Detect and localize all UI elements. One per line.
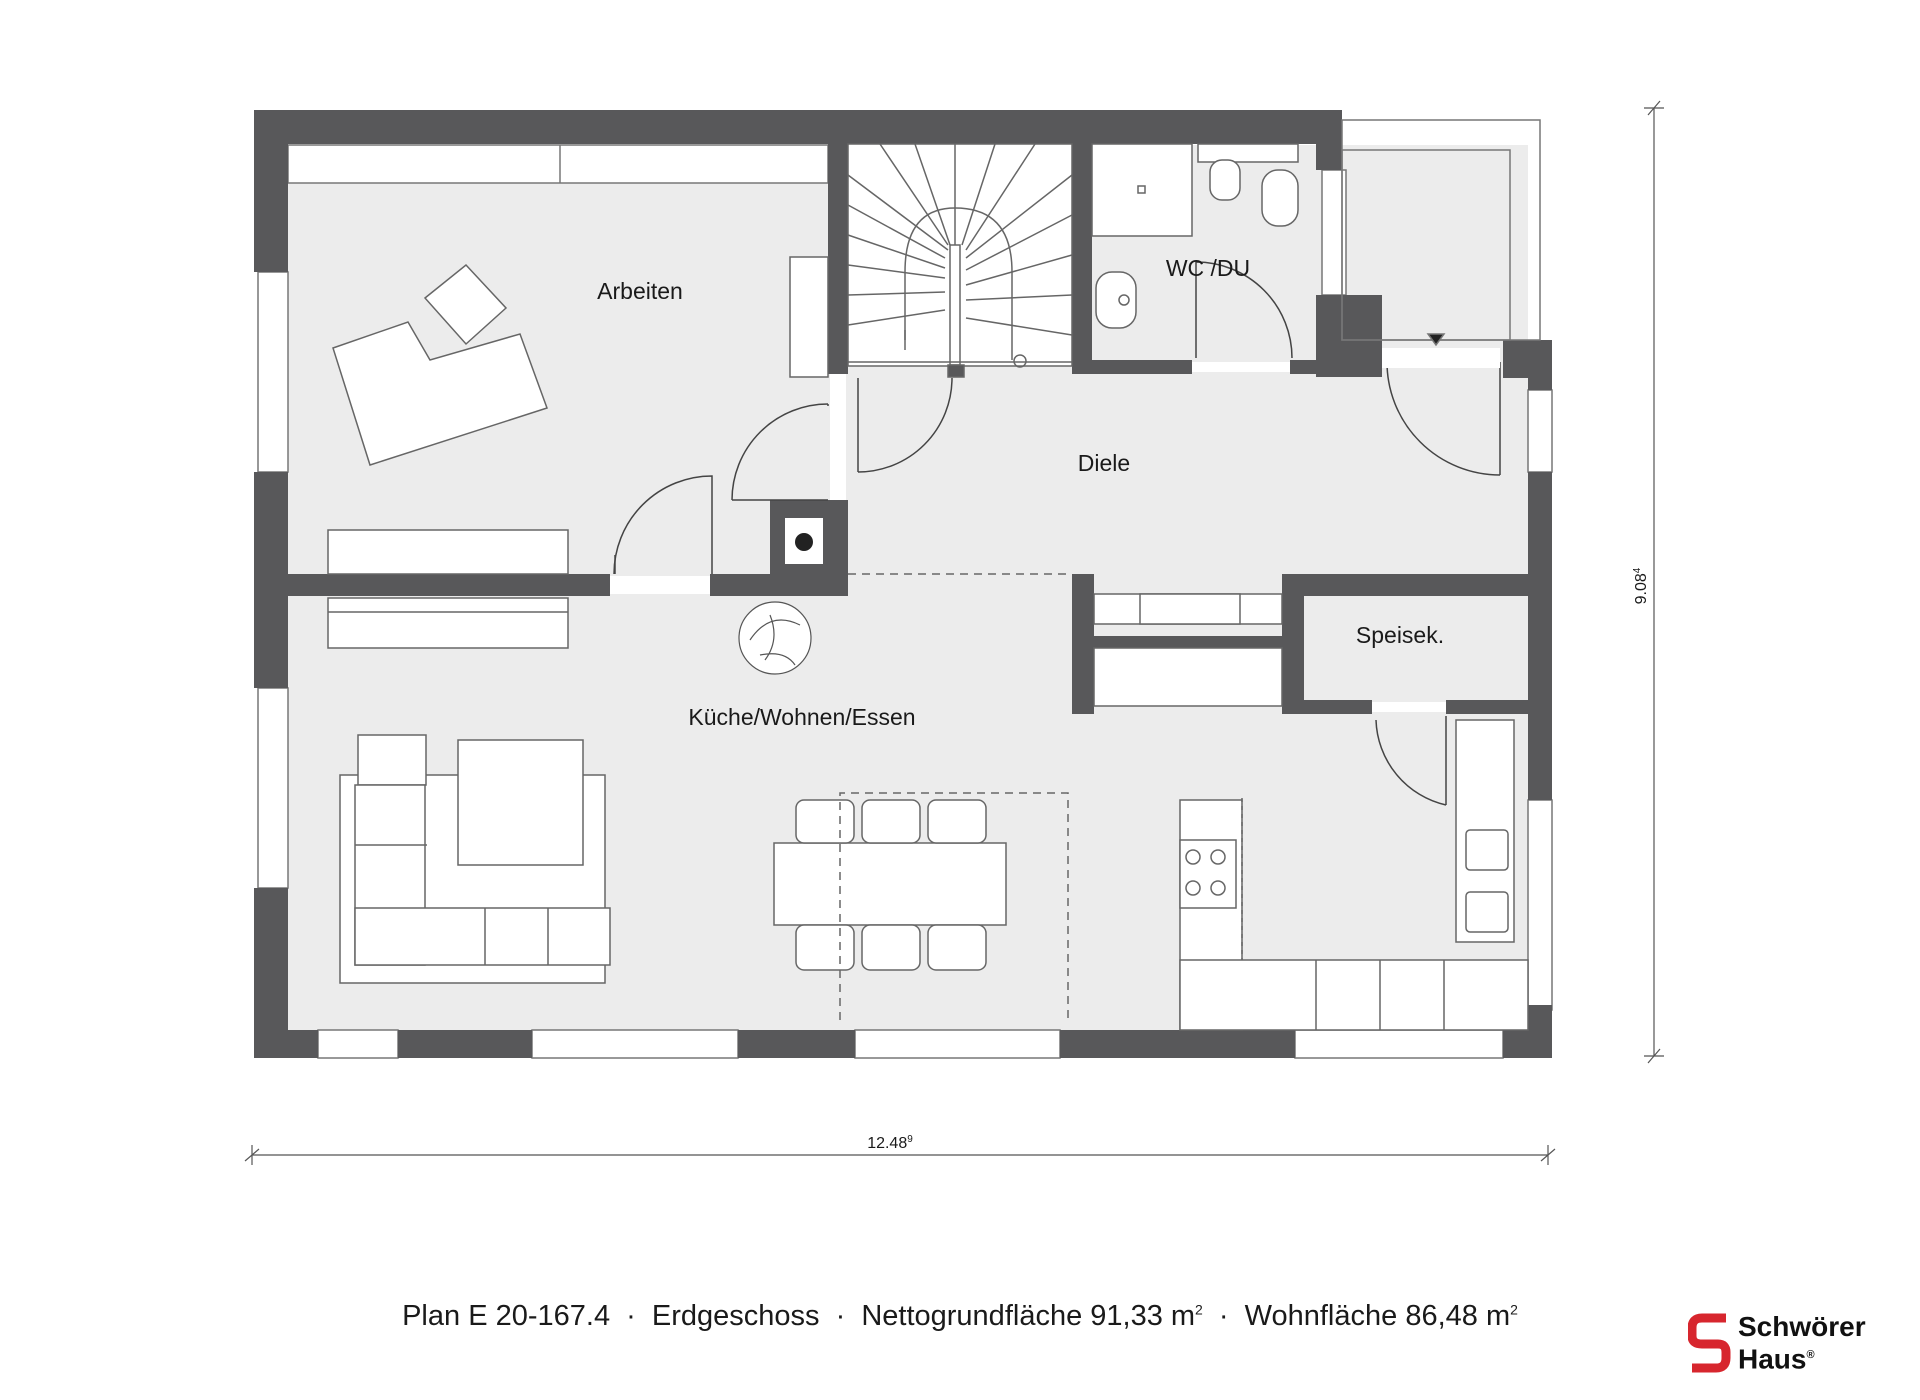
caption-separator-1: · xyxy=(626,1300,636,1332)
caption-living-area-text: Wohnfläche 86,48 m xyxy=(1244,1300,1511,1332)
caption-plan-id: Plan E 20-167.4 xyxy=(402,1300,611,1332)
walls xyxy=(254,110,1552,1058)
schwoerer-haus-logo: Schwörer Haus® xyxy=(1688,1312,1898,1374)
logo-s-mark-icon xyxy=(1688,1313,1731,1373)
caption-floor: Erdgeschoss xyxy=(651,1300,820,1332)
logo-wordmark: Schwörer Haus® xyxy=(1738,1312,1866,1373)
logo-registered-mark: ® xyxy=(1806,1349,1815,1361)
logo-line-1: Schwörer xyxy=(1738,1311,1866,1342)
logo-line-2: Haus® xyxy=(1738,1341,1866,1373)
width-dimension-value: 12.48 xyxy=(867,1135,907,1152)
caption-separator-2: · xyxy=(835,1300,846,1332)
hall-closets xyxy=(848,573,1283,707)
caption-separator-3: · xyxy=(1218,1300,1229,1332)
floor-plan: Arbeiten Diele WC /DU Speisek. Küche/Woh… xyxy=(244,100,1664,1165)
plan-caption: Plan E 20-167.4 · Erdgeschoss · Nettogru… xyxy=(0,1300,1920,1333)
room-label-wc-du: WC /DU xyxy=(1166,255,1250,281)
entrance-porch xyxy=(1341,119,1541,347)
caption-living-area-sup: 2 xyxy=(1510,1301,1518,1318)
logo-line-2-text: Haus xyxy=(1738,1343,1807,1375)
living-furniture xyxy=(339,734,611,984)
doors xyxy=(613,261,1501,806)
staircase xyxy=(847,143,1073,378)
width-dimension-label: 12.489 xyxy=(867,1134,913,1152)
room-label-arbeiten: Arbeiten xyxy=(597,278,683,304)
kitchen xyxy=(1179,719,1529,1031)
dining-set xyxy=(773,792,1069,1020)
room-labels: Arbeiten Diele WC /DU Speisek. Küche/Woh… xyxy=(597,255,1444,730)
caption-net-area: Nettogrundfläche 91,33 m2 xyxy=(861,1300,1203,1332)
depth-dimension-sup: 4 xyxy=(1632,567,1643,573)
dimension-lines xyxy=(244,100,1664,1165)
bathroom-fixtures xyxy=(1091,143,1299,329)
office-furniture xyxy=(327,256,829,649)
caption-living-area: Wohnfläche 86,48 m2 xyxy=(1245,1300,1518,1332)
depth-dimension-value: 9.08 xyxy=(1633,573,1650,604)
room-label-speisek: Speisek. xyxy=(1356,622,1444,648)
caption-net-area-text: Nettogrundfläche 91,33 m xyxy=(861,1300,1196,1332)
plant xyxy=(738,601,812,675)
room-label-diele: Diele xyxy=(1078,450,1130,476)
depth-dimension-label: 9.084 xyxy=(1632,567,1650,604)
door-openings xyxy=(610,348,1500,712)
width-dimension-sup: 9 xyxy=(907,1134,913,1145)
room-label-kueche-wohnen-essen: Küche/Wohnen/Essen xyxy=(688,704,915,730)
caption-net-area-sup: 2 xyxy=(1195,1301,1203,1318)
